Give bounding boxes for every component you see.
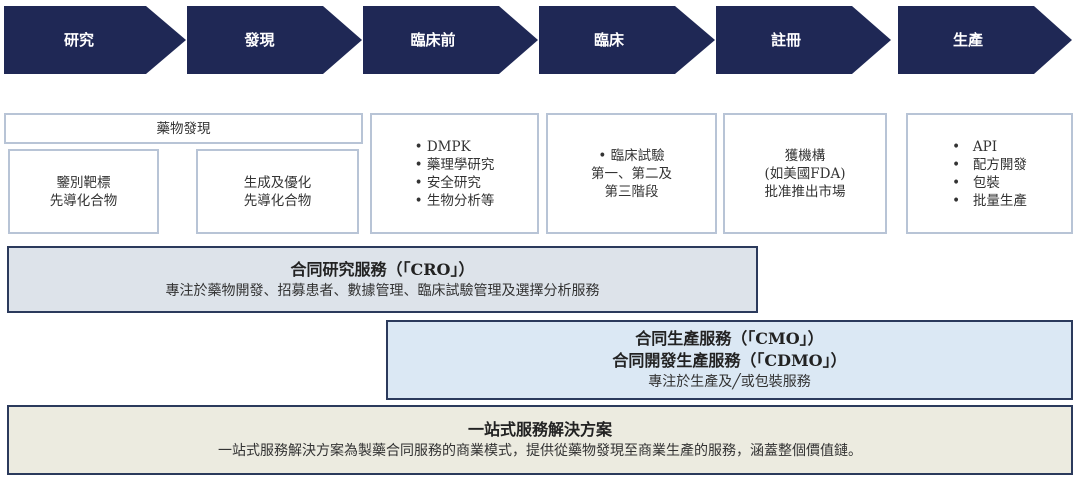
production-box: • API• 配方開發• 包裝• 批量生產	[906, 113, 1073, 234]
one-stop-box: 一站式服務解決方案一站式服務解決方案為製藥合同服務的商業模式，提供從藥物發現至商…	[7, 405, 1073, 475]
stage-arrow-registration: 註冊	[716, 6, 891, 74]
stage-arrow-discovery: 發現	[187, 6, 362, 74]
clinical-box: • 臨床試驗第一、第二及第三階段	[546, 113, 717, 234]
stage-arrow-research: 研究	[4, 6, 186, 74]
cro-box: 合同研究服務（「CRO」）專注於藥物開發、招募患者、數據管理、臨床試驗管理及選擇…	[7, 246, 758, 313]
registration-box: 獲機構(如美國FDA)批准推出市場	[723, 113, 887, 234]
drug-discovery-header: 藥物發現	[4, 113, 363, 144]
preclinical-box: • DMPK• 藥理學研究• 安全研究• 生物分析等	[370, 113, 539, 234]
stage-arrow-clinical: 臨床	[539, 6, 715, 74]
cmo-cdmo-box: 合同生產服務（「CMO」）合同開發生產服務（「CDMO」）專注於生產及╱或包裝服…	[386, 320, 1073, 400]
lead-optimization-box: 生成及優化先導化合物	[196, 149, 359, 234]
target-identification-box: 鑒別靶標先導化合物	[8, 149, 159, 234]
stage-arrow-production: 生產	[898, 6, 1072, 74]
stage-arrow-preclinical: 臨床前	[363, 6, 538, 74]
